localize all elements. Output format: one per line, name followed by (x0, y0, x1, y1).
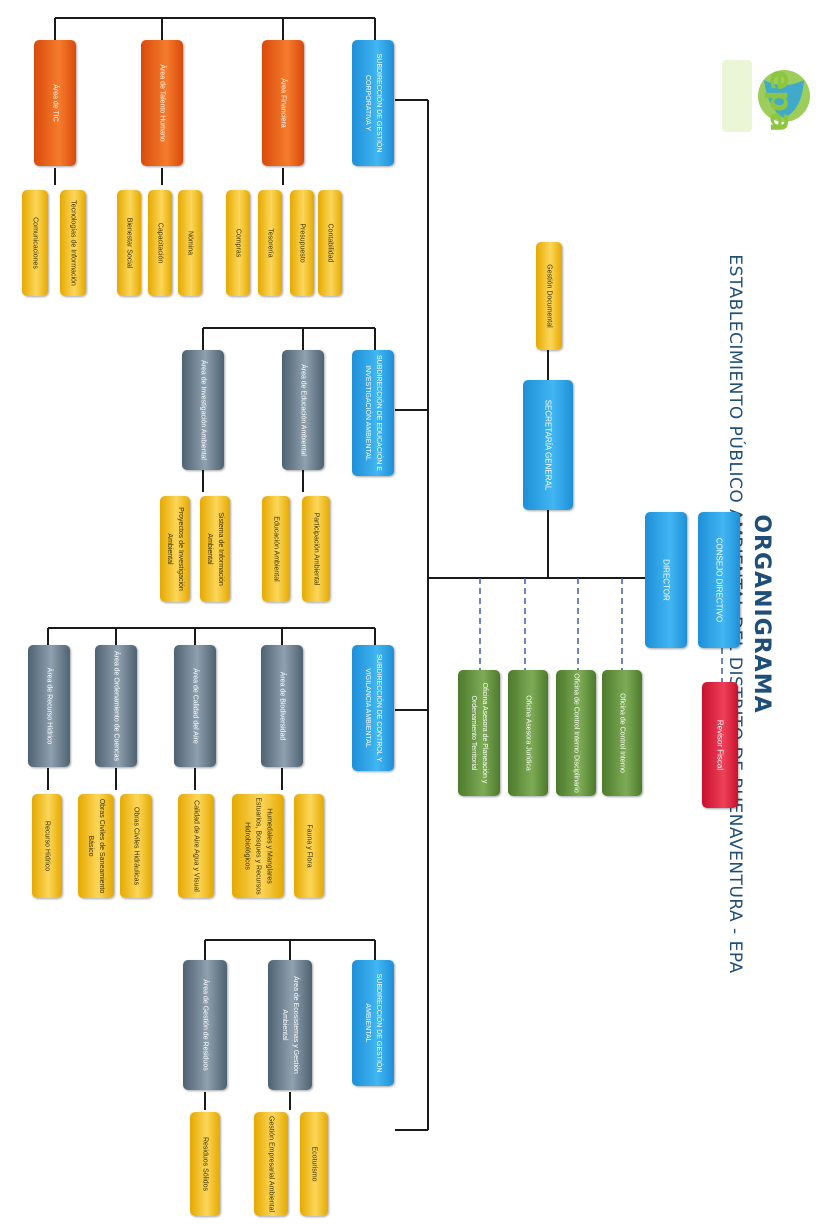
corp-area-box: Área de Talento Humano (141, 40, 183, 166)
gest-area-box: Área de Gestión de Residuos (183, 960, 227, 1090)
ctrl-item-label: Fauna y Flora (305, 824, 313, 868)
gestion-documental-box: Gestión Documental (536, 242, 562, 350)
corp-item-box: Comunicaciones (22, 190, 48, 296)
oficina-box: Oficina de Control Interno (602, 670, 642, 796)
edu-item-label: Participación Ambiental (312, 512, 320, 586)
edu-item-box: Participación Ambiental (302, 496, 330, 602)
ctrl-item-box: Fauna y Flora (294, 794, 324, 898)
gest-area-box: Área de Ecosistemas y Gestión Ambiental (268, 960, 312, 1090)
revisor-fiscal-label: Revisor Fiscal (715, 719, 725, 771)
corp-item-box: Bienestar Social (117, 190, 141, 296)
ctrl-area-box: Área de Biodiversidad (261, 645, 303, 767)
edu-item-box: Proyectos de Investigación Ambiental (160, 496, 190, 602)
corp-area-box: Área de TIC (34, 40, 76, 166)
gestion-documental-label: Gestión Documental (545, 264, 553, 328)
gest-item-label: Gestión Empresarial Ambiental (267, 1115, 275, 1213)
oficina-label: Oficina Asesora Jurídica (524, 695, 532, 771)
edu-area-label: Área de Investigación Ambiental (199, 359, 207, 460)
ctrl-item-label: Recurso Hídrico (43, 820, 51, 872)
edu-item-label: Sistema de Información Ambiental (206, 512, 224, 586)
corp-item-label: Capacitación (156, 222, 164, 264)
oficina-box: Oficina de Control Interno Disciplinario (556, 670, 596, 796)
corp-item-box: Tecnologías de Información (60, 190, 86, 296)
consejo-directivo-box: CONSEJO DIRECTIVO (698, 512, 740, 648)
corp-item-box: Capacitación (148, 190, 172, 296)
oficina-label: Oficina de Control Interno Disciplinario (572, 673, 580, 793)
ctrl-area-label: Área de Ordenamiento de Cuencas (112, 650, 120, 762)
ctrl-area-box: Área de Ordenamiento de Cuencas (95, 645, 137, 767)
ctrl-item-box: Obras Civiles Hidráulicas (120, 794, 152, 898)
oficina-box: Oficina Asesora de Planeación y Ordenami… (458, 670, 500, 796)
gest-item-box: Ecoturismo (300, 1112, 328, 1216)
corp-area-box: Área Financiera (262, 40, 304, 166)
secretaria-general-box: SECRETARÍA GENERAL (523, 380, 573, 510)
secretaria-general-label: SECRETARÍA GENERAL (543, 399, 553, 491)
sub-control-label: SUBDIRECCIÓN DE CONTROL Y VIGILANCIA AMB… (364, 654, 382, 762)
edu-area-box: Área de Educación Ambiental (282, 350, 324, 470)
gest-item-label: Ecoturismo (310, 1146, 318, 1182)
sub-educacion-box: SUBDIRECCIÓN DE EDUCACIÓN E INVESTIGACIÓ… (352, 350, 394, 476)
corp-item-label: Comunicaciones (31, 217, 39, 269)
logo-wordmark: epa (763, 70, 798, 133)
ctrl-item-box: Obras Civiles de Saneamiento Básico (78, 794, 114, 898)
oficina-label: Oficina Asesora de Planeación y Ordenami… (470, 682, 488, 784)
corp-item-box: Presupuesto (290, 190, 314, 296)
sub-gestion-box: SUBDIRECCIÓN DE GESTIÓN AMBIENTAL (352, 960, 394, 1086)
ctrl-item-box: Calidad de Aire Agua y Visual (178, 794, 214, 898)
edu-item-box: Sistema de Información Ambiental (200, 496, 230, 602)
ctrl-item-box: Humedales y Manglares Estuarios, Bosques… (232, 794, 284, 898)
corp-item-label: Contabilidad (326, 223, 334, 263)
sub-corporativa-label: SUBDIRECCIÓN DE GESTIÓN CORPORATIVA Y (364, 53, 382, 153)
corp-item-box: Nómina (178, 190, 202, 296)
corp-item-label: Bienestar Social (125, 217, 133, 269)
corp-area-label: Área Financiera (279, 78, 287, 128)
sub-control-box: SUBDIRECCIÓN DE CONTROL Y VIGILANCIA AMB… (352, 645, 394, 771)
ctrl-item-label: Calidad de Aire Agua y Visual (192, 800, 200, 892)
corp-item-label: Tesorería (266, 228, 274, 258)
oficina-box: Oficina Asesora Jurídica (508, 670, 548, 796)
ctrl-item-label: Humedales y Manglares Estuarios, Bosques… (243, 797, 273, 895)
corp-item-label: Tecnologías de Información (69, 200, 77, 286)
ctrl-item-label: Obras Civiles Hidráulicas (132, 806, 140, 886)
consejo-directivo-label: CONSEJO DIRECTIVO (714, 537, 724, 623)
sub-corporativa-box: SUBDIRECCIÓN DE GESTIÓN CORPORATIVA Y (352, 40, 394, 166)
ctrl-item-box: Recurso Hídrico (32, 794, 62, 898)
ctrl-area-box: Área de Recurso Hídrico (28, 645, 70, 767)
ctrl-area-box: Área de Calidad del Aire (174, 645, 216, 767)
ctrl-item-label: Obras Civiles de Saneamiento Básico (87, 798, 105, 894)
ctrl-area-label: Área de Recurso Hídrico (45, 667, 53, 745)
edu-area-box: Área de Investigación Ambiental (182, 350, 224, 470)
sub-gestion-label: SUBDIRECCIÓN DE GESTIÓN AMBIENTAL (364, 973, 382, 1073)
corp-area-label: Área de TIC (51, 84, 59, 122)
director-label: DIRECTOR (661, 559, 671, 601)
corp-item-box: Contabilidad (318, 190, 342, 296)
edu-area-label: Área de Educación Ambiental (299, 364, 307, 456)
edu-item-box: Educación Ambiental (262, 496, 290, 602)
corp-area-label: Área de Talento Humano (158, 64, 166, 142)
corp-item-label: Presupuesto (298, 223, 306, 263)
gest-item-label: Residuos Sólidos (201, 1136, 209, 1192)
director-box: DIRECTOR (645, 512, 687, 648)
corp-item-label: Compras (234, 228, 242, 258)
corp-item-label: Nómina (186, 230, 194, 256)
gest-area-label: Área de Gestión de Residuos (201, 979, 209, 1071)
ctrl-area-label: Área de Biodiversidad (278, 671, 286, 741)
corp-item-box: Compras (226, 190, 250, 296)
epa-logo-icon (722, 60, 810, 132)
edu-item-label: Proyectos de Investigación Ambiental (166, 507, 184, 591)
gest-item-box: Gestión Empresarial Ambiental (254, 1112, 288, 1216)
gest-item-box: Residuos Sólidos (190, 1112, 220, 1216)
revisor-fiscal-box: Revisor Fiscal (702, 682, 738, 808)
oficina-label: Oficina de Control Interno (618, 693, 626, 773)
page-title: ORGANIGRAMA (749, 514, 774, 714)
edu-item-label: Educación Ambiental (272, 516, 280, 582)
ctrl-area-label: Área de Calidad del Aire (191, 668, 199, 744)
sub-educacion-label: SUBDIRECCIÓN DE EDUCACIÓN E INVESTIGACIÓ… (364, 355, 382, 471)
gest-area-label: Área de Ecosistemas y Gestión Ambiental (281, 976, 299, 1074)
corp-item-box: Tesorería (258, 190, 282, 296)
